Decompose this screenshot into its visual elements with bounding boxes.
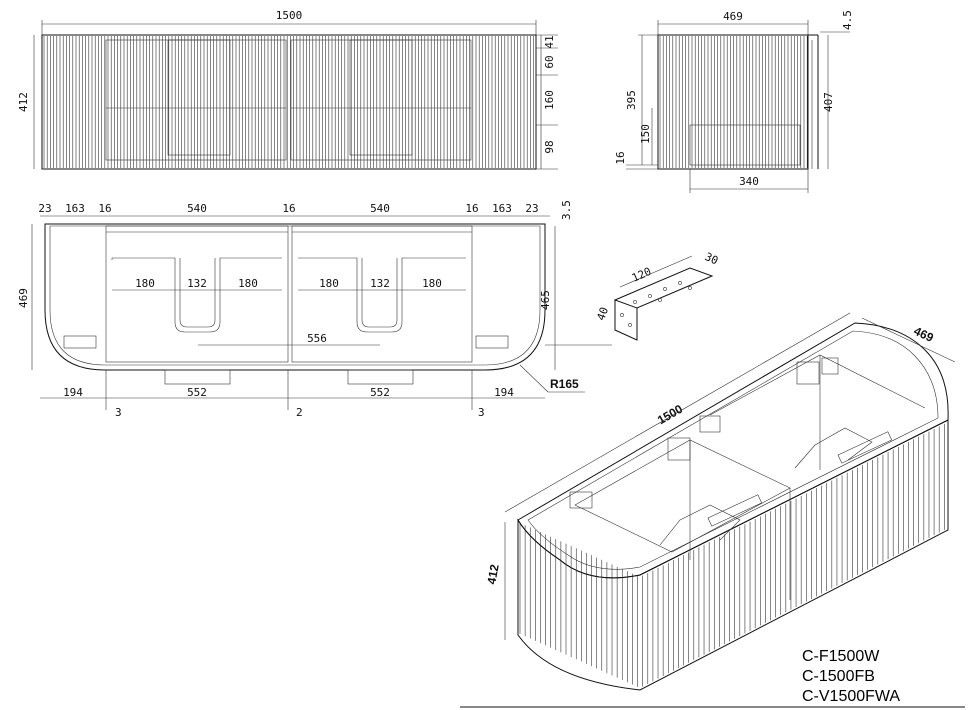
side-inner-height-label: 395 — [625, 90, 638, 110]
model-code-1: C-F1500W — [802, 648, 880, 665]
plan-drawer-dim-5: 132 — [370, 277, 390, 290]
plan-bottom-dim-1: 194 — [63, 386, 83, 399]
plan-top-dim-3: 16 — [98, 202, 111, 215]
front-width-label: 1500 — [276, 9, 303, 22]
iso-top-rim — [517, 322, 949, 579]
bracket-length-label: 120 — [630, 265, 653, 285]
plan-top-dim-6: 540 — [370, 202, 390, 215]
front-door-left — [105, 39, 287, 161]
bracket-height-label: 40 — [594, 305, 611, 322]
side-base-width-label: 340 — [739, 175, 759, 188]
front-flutes — [43, 36, 534, 168]
plan-top-dim-7: 16 — [465, 202, 478, 215]
mounting-bracket: 120 30 40 — [545, 250, 720, 346]
model-list: C-F1500W C-1500FB C-V1500FWA — [460, 648, 965, 708]
plan-top-dim-5: 16 — [282, 202, 295, 215]
side-outer-height-label: 407 — [822, 92, 835, 112]
front-drawer-right — [349, 39, 413, 156]
plan-top-dim-9: 23 — [525, 202, 538, 215]
plan-view: 23 163 16 540 16 540 16 163 23 3.5 469 4… — [17, 200, 585, 419]
bracket-width-label: 30 — [703, 250, 720, 267]
plan-gap-2: 2 — [296, 406, 303, 419]
front-dim-41: 41 — [543, 35, 556, 48]
front-dim-98: 98 — [543, 140, 556, 153]
plan-top-right-dim: 3.5 — [560, 200, 573, 220]
side-sub-height-label: 150 — [639, 124, 652, 144]
front-drawer-left — [167, 39, 231, 156]
plan-gap-1: 3 — [115, 406, 122, 419]
side-outline — [657, 34, 809, 170]
front-outline — [41, 34, 537, 170]
plan-drawer-dim-1: 180 — [135, 277, 155, 290]
model-code-3: C-V1500FWA — [802, 688, 900, 705]
plan-top-dim-8: 163 — [492, 202, 512, 215]
iso-length-label: 1500 — [655, 402, 685, 428]
plan-gap-3: 3 — [478, 406, 485, 419]
side-elevation: 469 4.5 395 150 16 407 340 — [614, 10, 854, 193]
plan-bottom-dim-2: 552 — [187, 386, 207, 399]
plan-bottom-dim-4: 194 — [494, 386, 514, 399]
front-elevation: 1500 412 41 60 160 98 — [17, 9, 558, 170]
iso-front-face — [517, 419, 949, 691]
plan-outline — [44, 223, 546, 371]
side-flutes — [659, 36, 808, 168]
plan-right-depth: 465 — [539, 290, 552, 310]
plan-left-depth: 469 — [17, 288, 30, 308]
plan-bottom-dim-3: 552 — [370, 386, 390, 399]
plan-top-dim-2: 163 — [65, 202, 85, 215]
front-dim-160: 160 — [543, 90, 556, 110]
plan-drawer-dim-2: 132 — [187, 277, 207, 290]
side-depth-label: 469 — [723, 10, 743, 23]
plan-center-span: 556 — [307, 332, 327, 345]
front-height-label: 412 — [17, 92, 30, 112]
plan-drawer-dim-3: 180 — [238, 277, 258, 290]
plan-top-dim-4: 540 — [187, 202, 207, 215]
iso-flutes — [519, 423, 945, 687]
side-base-label: 16 — [614, 151, 627, 164]
plan-radius-label: R165 — [550, 377, 579, 391]
iso-height-label: 412 — [484, 563, 501, 585]
side-thickness-label: 4.5 — [841, 10, 854, 30]
plan-drawer-dim-6: 180 — [422, 277, 442, 290]
front-dim-60: 60 — [543, 55, 556, 68]
plan-top-dim-1: 23 — [38, 202, 51, 215]
plan-drawer-dim-4: 180 — [319, 277, 339, 290]
model-code-2: C-1500FB — [802, 668, 875, 685]
